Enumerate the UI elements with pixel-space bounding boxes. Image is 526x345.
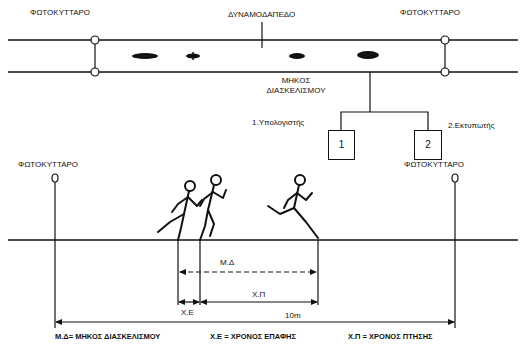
photocell [441, 68, 449, 76]
printer-label: 2.Εκτυπωτής [448, 121, 495, 131]
runner-figure [158, 181, 202, 240]
photocell [91, 36, 99, 44]
photocell [452, 174, 458, 182]
dimension-arrow [179, 301, 199, 302]
computer-label: 1.Υπολογιστής [252, 118, 304, 128]
runner-figure [268, 175, 318, 238]
photocell [52, 174, 58, 182]
photocell-label: ΦΩΤΟΚΥΤΤΑΡΟ [30, 8, 90, 18]
box-number: 1 [339, 139, 345, 151]
caption-text: Χ.Π = ΧΡΟΝΟΣ ΠΤΗΣΗΣ [348, 332, 433, 342]
abbreviation: Χ.Ε [181, 308, 194, 318]
photocell-beam [94, 40, 95, 72]
abbreviation: Μ.Δ [220, 258, 234, 268]
photocell [91, 68, 99, 76]
photocell-post [454, 182, 455, 328]
marker-line [317, 240, 318, 305]
platform-label: ΔΥΝΑΜΟΔΑΠΕΔΟ [228, 10, 295, 20]
photocell-label: ΦΩΤΟΚΥΤΤΑΡΟ [18, 160, 78, 170]
caption-text: Χ.Ε = ΧΡΟΝΟΣ ΕΠΑΦΗΣ [210, 332, 296, 342]
wire [369, 72, 370, 112]
dimension-arrow [180, 271, 316, 272]
dimension-label: 10m [283, 311, 303, 321]
photocell-beam [444, 40, 445, 72]
photocell-post [54, 182, 55, 328]
box-number: 2 [425, 139, 431, 151]
caption-text: Μ.Δ= ΜΗΚΟΣ ΔΙΑΣΚΕΛΙΣΜΟΥ [55, 332, 160, 342]
device-box: 2 [414, 130, 442, 160]
photocell-label: ΦΩΤΟΚΥΤΤΑΡΟ [400, 8, 460, 18]
footprint [357, 51, 379, 59]
photocell [441, 36, 449, 44]
photocell-label: ΦΩΤΟΚΥΤΤΑΡΟ [404, 160, 464, 170]
footprint [132, 53, 158, 59]
abbreviation: Χ.Π [252, 290, 265, 300]
marker-line [177, 240, 178, 305]
ground-line [8, 239, 518, 241]
leader-line [261, 22, 262, 48]
footprint [289, 53, 305, 59]
stride-label: ΜΗΚΟΣ ΔΙΑΣΚΕΛΙΣΜΟΥ [257, 76, 335, 96]
dimension-arrow [201, 301, 317, 302]
device-box: 1 [328, 130, 355, 160]
dimension-arrow [56, 321, 454, 322]
runner-figure [200, 175, 226, 240]
wire [341, 112, 428, 130]
